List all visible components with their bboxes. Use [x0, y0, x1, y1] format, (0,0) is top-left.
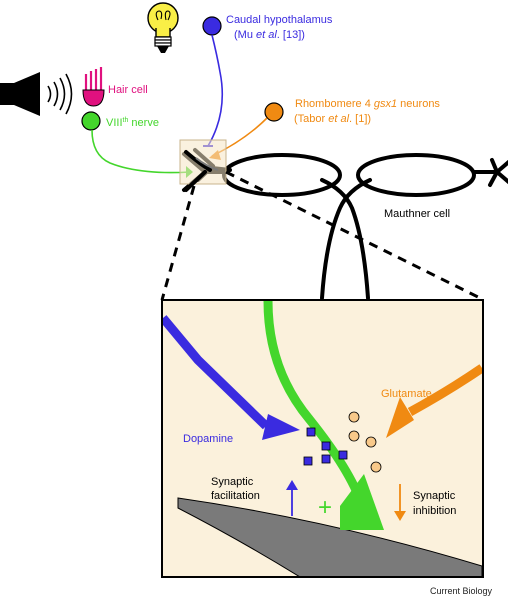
- tabor-reference: (Tabor et al. [1]): [294, 113, 371, 125]
- inhibition-arrow: [394, 484, 406, 521]
- synaptic-inhibition-label-line2: inhibition: [413, 505, 456, 517]
- auditory-axon: [263, 301, 384, 530]
- rhombomere-label: Rhombomere 4 gsx1 neurons: [295, 98, 440, 110]
- facilitation-arrow: [286, 480, 298, 516]
- mauthner-dendrite-gray: [177, 497, 482, 576]
- hair-cell-label: Hair cell: [108, 84, 148, 96]
- zoom-region-box: [179, 139, 227, 185]
- viiith-nerve-label: VIIIth nerve: [106, 117, 159, 129]
- glutamate-label: Glutamate: [381, 388, 432, 400]
- synaptic-inhibition-label-line1: Synaptic: [413, 490, 456, 502]
- hair-cell-icon: [82, 67, 105, 107]
- dendrite-detail-over-box: [184, 150, 219, 192]
- dopamine-label: Dopamine: [183, 433, 233, 445]
- synaptic-facilitation-label-line1: Synaptic: [211, 476, 254, 488]
- caudal-hypothalamus-neuron: [202, 16, 224, 147]
- excitation-plus-sign: +: [318, 494, 332, 521]
- synaptic-facilitation-label-line2: facilitation: [211, 490, 260, 502]
- mauthner-cell-label: Mauthner cell: [384, 208, 450, 220]
- caudal-hypothalamus-label: Caudal hypothalamus: [226, 14, 333, 26]
- speaker-icon: [0, 72, 40, 116]
- glutamate-vesicles: [348, 411, 382, 473]
- caudal-hypothalamus-reference: (Mu et al. [13]): [234, 29, 305, 41]
- zoom-dashed-lines: [160, 170, 485, 302]
- journal-footer: Current Biology: [430, 586, 493, 596]
- light-bulb-icon: [147, 2, 179, 53]
- dopamine-axon: [163, 315, 300, 440]
- sound-waves-icon: [47, 73, 73, 115]
- inhibitory-axon: [386, 364, 482, 438]
- dopamine-vesicles: [303, 427, 348, 466]
